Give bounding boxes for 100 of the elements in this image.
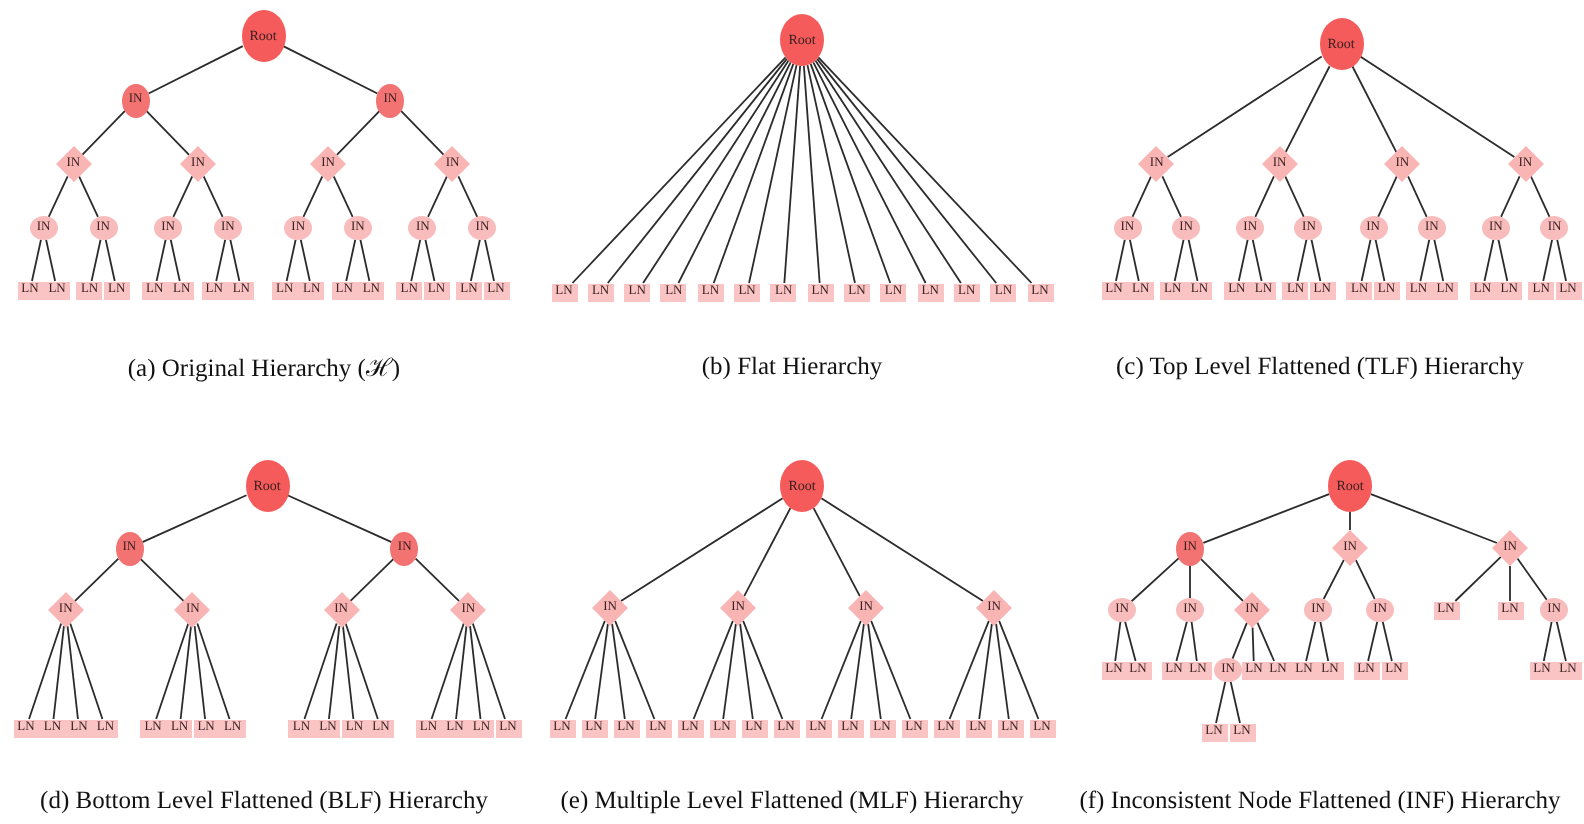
tree-edge [1516, 557, 1548, 601]
tree-edge [739, 623, 754, 720]
tree-edge [1377, 175, 1398, 218]
tree-edge [1296, 238, 1308, 282]
tree-edge [282, 45, 379, 95]
tree-edge [1310, 238, 1322, 282]
tree-edge [803, 65, 821, 284]
tree-edge [410, 238, 422, 282]
tree-edge [285, 238, 297, 282]
tree-edge [66, 625, 79, 720]
tree-edge [202, 175, 224, 218]
tree-edge [73, 557, 120, 602]
tree-edge [139, 557, 185, 602]
tree-edge [1351, 65, 1398, 153]
tree-edge [1530, 175, 1551, 218]
tree-edge [606, 58, 788, 284]
tree-edge [870, 619, 912, 720]
tree-edge [424, 238, 436, 282]
tree-edge [1199, 557, 1244, 602]
tree-edge [948, 619, 990, 720]
tree-edge [484, 238, 495, 282]
tree-edge [1555, 620, 1567, 662]
tree-edge [1354, 559, 1376, 600]
tree-edge [1284, 65, 1331, 153]
tree-edge [1370, 493, 1498, 544]
tree-edge [469, 238, 481, 282]
tree-edge [571, 56, 787, 284]
tree-edge [336, 110, 381, 156]
tree-edge [809, 63, 892, 284]
tree-edge [1454, 555, 1502, 602]
tree-edge [677, 61, 792, 284]
tree-edge [430, 622, 465, 720]
tree-edge [564, 619, 606, 720]
tree-edge [155, 238, 167, 282]
tree-edge [1433, 238, 1445, 282]
tree-edge [1542, 620, 1553, 662]
tree-edge [78, 175, 99, 218]
tree-edge [215, 238, 227, 282]
tree-edge [147, 45, 244, 95]
tree-edge [90, 238, 102, 282]
tree-edge [104, 238, 116, 282]
tree-edge [1190, 621, 1198, 662]
tree-edge [1175, 620, 1188, 662]
tree-edge [1231, 621, 1248, 660]
tree-edge [69, 622, 104, 720]
tree-edge [1229, 680, 1241, 724]
tree-edge [427, 175, 448, 218]
figure-caption: (e) Multiple Level Flattened (MLF) Hierarchy [560, 785, 1024, 815]
tree-edge [806, 64, 856, 284]
tree-edge [172, 175, 194, 218]
tree-edge [457, 175, 479, 218]
tree-edge [455, 625, 468, 720]
tree-edge [179, 625, 192, 720]
tree-edge [1256, 621, 1275, 662]
tree-edge [303, 622, 338, 720]
tree-edge [1483, 238, 1495, 282]
tree-edge [469, 625, 482, 720]
tree-edge [1131, 175, 1152, 218]
figure-caption: (d) Bottom Level Flattened (BLF) Hierarchy [40, 785, 488, 815]
tree-edge [722, 623, 737, 720]
tree-edge [1381, 620, 1393, 662]
tree-edge [743, 507, 792, 598]
tree-edge [52, 625, 65, 720]
tree-edge [692, 619, 734, 720]
tree-edge [400, 110, 445, 156]
tree-edge [1237, 238, 1249, 282]
tree-edge [1407, 175, 1428, 218]
figure-caption: (f) Inconsistent Node Flattened (INF) Hierarchy [1079, 785, 1561, 815]
tree-edge [812, 507, 861, 598]
tree-edge [742, 619, 784, 720]
tree-edge [286, 494, 393, 543]
tree-edge [783, 65, 801, 284]
tree-edge [47, 175, 69, 218]
tree-edge [1319, 620, 1330, 662]
tree-edge [611, 623, 626, 720]
tree-edge [620, 497, 784, 602]
tree-edge [1129, 238, 1140, 282]
tree-edge [867, 623, 882, 720]
tree-edge [1367, 620, 1379, 662]
tree-edge [594, 623, 609, 720]
tree-edge [816, 58, 998, 284]
tree-edge [45, 238, 57, 282]
tree-edge [1349, 511, 1351, 531]
figure-caption: (c) Top Level Flattened (TLF) Hierarchy [1115, 351, 1525, 381]
tree-edge [998, 619, 1040, 720]
tree-edge [1419, 238, 1431, 282]
tree-edge [1114, 621, 1122, 662]
tree-edge [1284, 175, 1305, 218]
tree-edge [1500, 175, 1521, 218]
tree-edge [820, 619, 862, 720]
tree-edge [1187, 238, 1199, 282]
tree-edge [1497, 238, 1509, 282]
tree-edge [820, 497, 984, 602]
tree-edge [471, 622, 506, 720]
tree-edge [344, 622, 379, 720]
tree-edge [155, 622, 190, 720]
tree-edge [1202, 493, 1330, 544]
tree-edge [1173, 238, 1185, 282]
tree-edge [414, 557, 461, 602]
tree-edge [1359, 55, 1516, 158]
